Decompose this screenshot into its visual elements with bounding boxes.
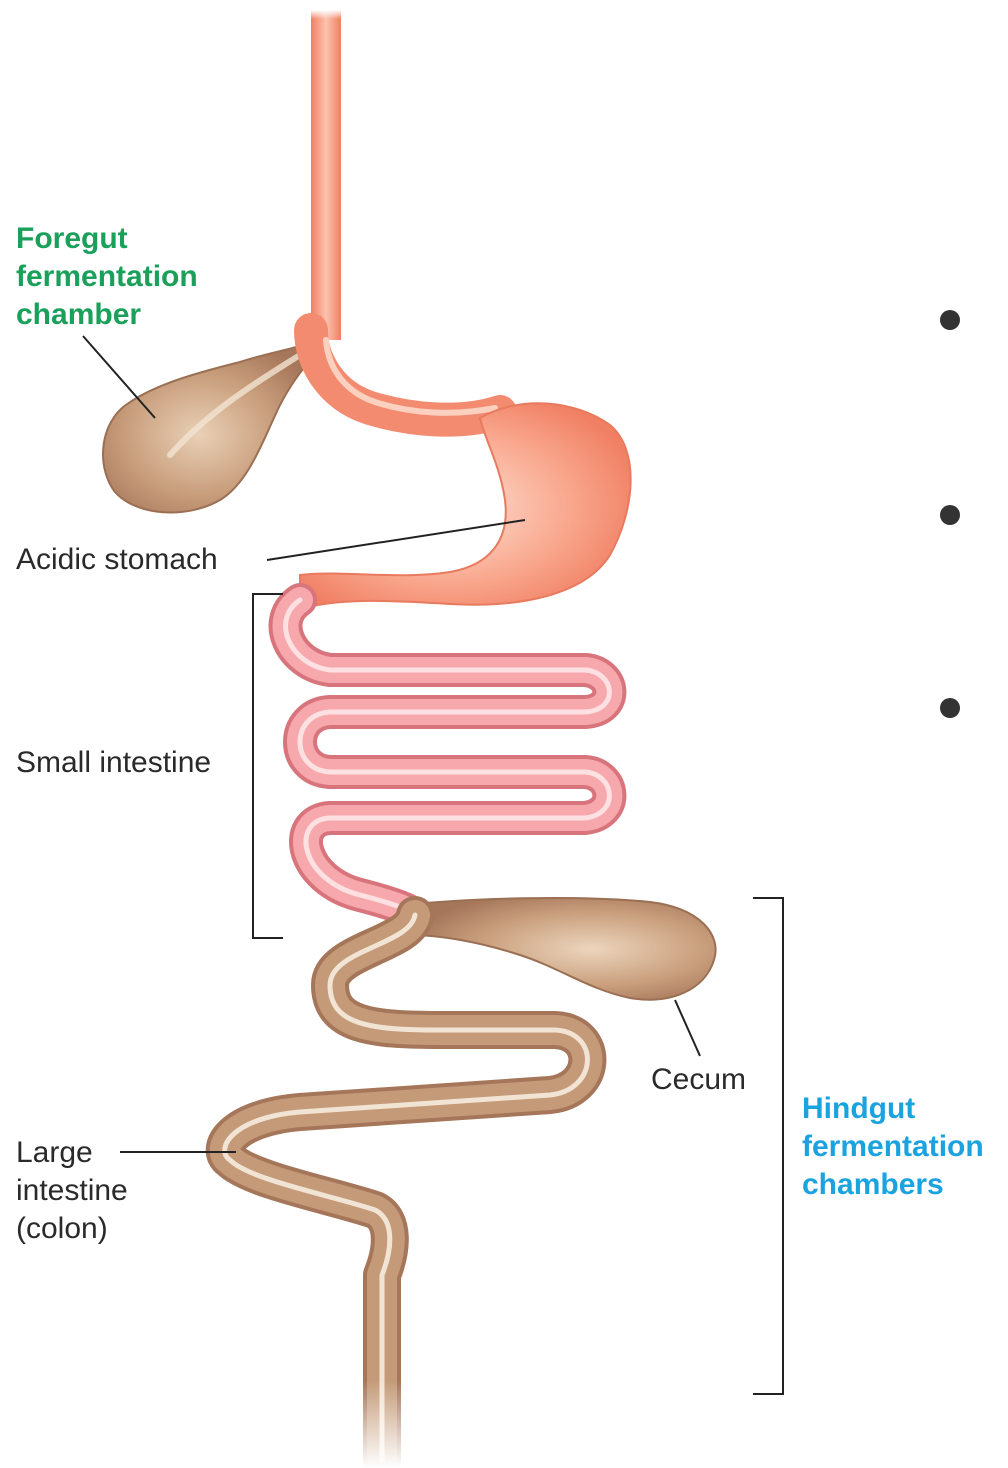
large-intestine-label: Large intestine (colon) <box>16 1134 128 1248</box>
stomach-leader <box>267 520 525 560</box>
large-intestine <box>225 915 588 1468</box>
foregut-label-line2: fermentation <box>16 258 198 296</box>
cecum <box>405 898 716 1000</box>
bullet-point <box>940 310 960 330</box>
hindgut-label-line3: chambers <box>802 1166 984 1204</box>
hindgut-label: Hindgut fermentation chambers <box>802 1090 984 1204</box>
esophagus <box>311 10 341 340</box>
foregut-label: Foregut fermentation chamber <box>16 220 198 334</box>
cecum-leader <box>675 1000 700 1056</box>
stomach-label: Acidic stomach <box>16 541 218 579</box>
foregut-leader <box>83 336 155 418</box>
foregut-label-line3: chamber <box>16 296 198 334</box>
hindgut-bracket <box>753 898 783 1394</box>
large-intestine-line2: intestine <box>16 1172 128 1210</box>
foregut-label-line1: Foregut <box>16 220 198 258</box>
large-intestine-line3: (colon) <box>16 1210 128 1248</box>
cecum-label: Cecum <box>651 1061 746 1099</box>
hindgut-label-line2: fermentation <box>802 1128 984 1166</box>
bullet-point <box>940 505 960 525</box>
small-intestine <box>286 600 610 918</box>
stomach <box>300 330 631 610</box>
foregut-chamber <box>103 340 318 512</box>
large-intestine-line1: Large <box>16 1134 128 1172</box>
small-intestine-label: Small intestine <box>16 744 211 782</box>
bullet-point <box>940 698 960 718</box>
hindgut-label-line1: Hindgut <box>802 1090 984 1128</box>
